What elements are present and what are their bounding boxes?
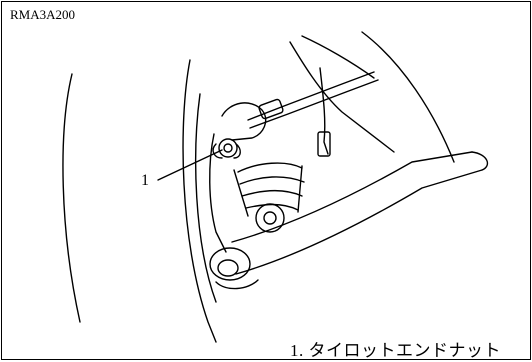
tie-rod-lower xyxy=(249,79,379,129)
wheel-rim-inner xyxy=(195,93,217,303)
knuckle-body xyxy=(209,133,227,253)
lower-arm-top xyxy=(231,151,473,243)
tie-rod-upper xyxy=(247,71,375,121)
strut-body xyxy=(289,41,395,153)
callout-number-1: 1 xyxy=(141,172,149,189)
figure-caption: 1. タイロットエンドナット xyxy=(290,341,501,360)
callout-leader-line xyxy=(157,149,223,181)
brake-hose xyxy=(319,67,329,155)
figure-id: RMA3A200 xyxy=(10,7,76,22)
lower-arm-bottom xyxy=(235,169,483,275)
lower-arm-end xyxy=(471,151,489,171)
strut-right-edge xyxy=(361,31,455,163)
hose-bracket xyxy=(317,131,331,157)
tie-rod-end-nut xyxy=(218,138,238,158)
wheel-rim xyxy=(182,59,217,343)
strut-body-back xyxy=(301,35,375,79)
cv-boot xyxy=(237,162,305,211)
arm-bushing xyxy=(209,247,251,281)
arm-lower-detail xyxy=(215,279,259,290)
knuckle-arm xyxy=(221,102,267,141)
tie-rod-end-stud xyxy=(223,143,233,153)
tire-arc-outer xyxy=(62,73,81,323)
tie-rod-adjuster xyxy=(258,98,284,120)
ball-joint xyxy=(255,203,285,233)
cv-boot-outline xyxy=(233,165,303,217)
ball-joint-center xyxy=(263,211,277,225)
arm-bushing-inner xyxy=(217,259,239,277)
